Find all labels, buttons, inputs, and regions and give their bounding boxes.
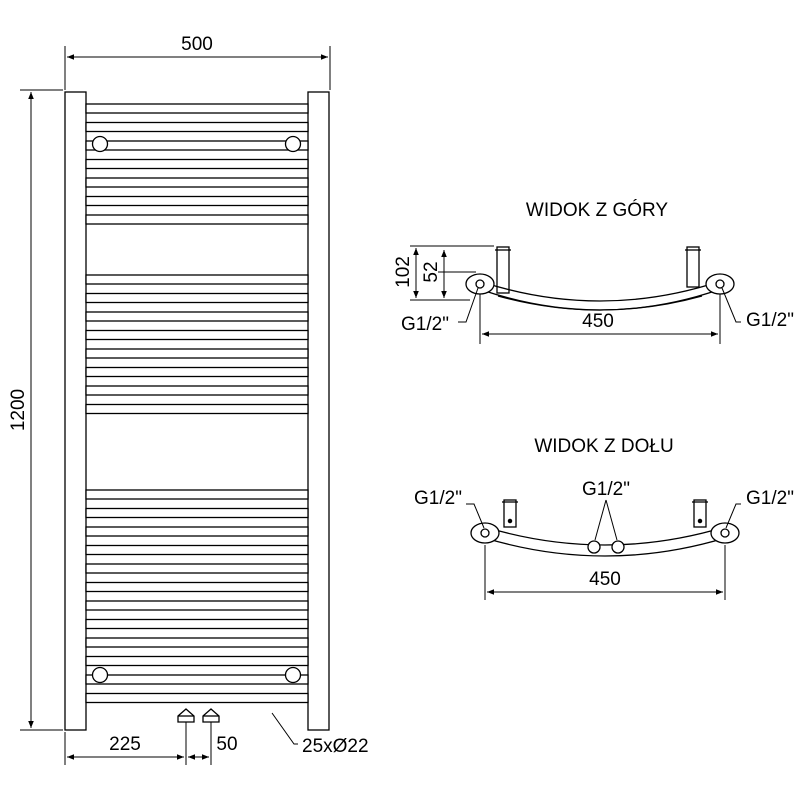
offset-label: 225	[109, 734, 141, 755]
bottom-right-port-leader	[725, 503, 741, 529]
rail-20	[85, 581, 309, 593]
bottom-span-label: 450	[589, 569, 621, 590]
depth-total-label: 102	[393, 256, 414, 288]
rail-15	[85, 489, 309, 500]
rail-11	[85, 348, 309, 359]
rail-13	[85, 385, 309, 396]
rail-18	[85, 544, 309, 556]
right-collector	[307, 91, 330, 731]
rail-8	[85, 292, 309, 304]
bracket-bottom-right	[284, 666, 302, 684]
left-collector	[64, 91, 87, 731]
bottom-valve-right	[202, 708, 220, 723]
top-view-dimensions	[410, 245, 741, 344]
top-curved-body	[481, 281, 719, 302]
rail-16	[85, 507, 309, 519]
bottom-center-port-label: G1/2"	[582, 479, 630, 500]
top-left-port-leader	[458, 287, 479, 323]
top-right-port-label: G1/2"	[746, 310, 794, 331]
width-label: 500	[181, 34, 213, 55]
rail-12	[85, 366, 309, 378]
bottom-center-port-leader-right	[605, 499, 618, 541]
top-left-port-label: G1/2"	[401, 314, 449, 335]
front-view	[64, 91, 330, 731]
rail-17	[85, 526, 309, 537]
rail-6	[85, 214, 309, 225]
bottom-curved-body	[484, 526, 726, 546]
bottom-port-left	[587, 540, 601, 554]
horizontal-rails	[85, 103, 309, 704]
bottom-bracket-right	[693, 499, 707, 528]
rail-14	[85, 403, 309, 415]
rail-5	[85, 195, 309, 207]
top-right-port-leader	[721, 287, 741, 323]
rail-25	[85, 674, 309, 685]
bracket-top-right	[284, 135, 302, 153]
bottom-left-port-label: G1/2"	[414, 488, 462, 509]
rail-9	[85, 311, 309, 322]
tube-label: 25xØ22	[302, 736, 369, 757]
bottom-view	[470, 499, 740, 557]
bottom-valve-left	[177, 708, 195, 723]
rail-22	[85, 618, 309, 630]
top-view	[465, 246, 735, 311]
bottom-port-right	[611, 540, 625, 554]
top-bracket-right	[686, 246, 700, 288]
bracket-bottom-left	[91, 666, 109, 684]
rail-0	[85, 103, 309, 114]
rail-21	[85, 600, 309, 611]
rail-19	[85, 563, 309, 574]
bracket-top-left	[91, 135, 109, 153]
bottom-bracket-left	[503, 499, 517, 528]
rail-10	[85, 329, 309, 341]
rail-1	[85, 121, 309, 133]
front-dimensions	[20, 46, 331, 765]
bottom-view-title: WIDOK Z DOŁU	[534, 436, 673, 457]
top-span-label: 450	[582, 311, 614, 332]
rail-23	[85, 637, 309, 648]
rail-26	[85, 692, 309, 704]
bottom-right-port-label: G1/2"	[746, 488, 794, 509]
spacing-label: 50	[216, 734, 237, 755]
rail-24	[85, 655, 309, 667]
top-bracket-left	[496, 246, 510, 294]
rail-4	[85, 177, 309, 188]
rail-7	[85, 274, 309, 285]
rail-3	[85, 158, 309, 170]
height-label: 1200	[8, 389, 29, 431]
bottom-view-dimensions	[466, 499, 741, 600]
bottom-left-port-leader	[466, 503, 485, 529]
tube-leader-line	[271, 712, 298, 745]
top-view-title: WIDOK Z GÓRY	[526, 199, 668, 221]
depth-inner-label: 52	[421, 261, 442, 282]
bottom-center-port-leader-left	[594, 499, 607, 541]
rail-2	[85, 140, 309, 151]
